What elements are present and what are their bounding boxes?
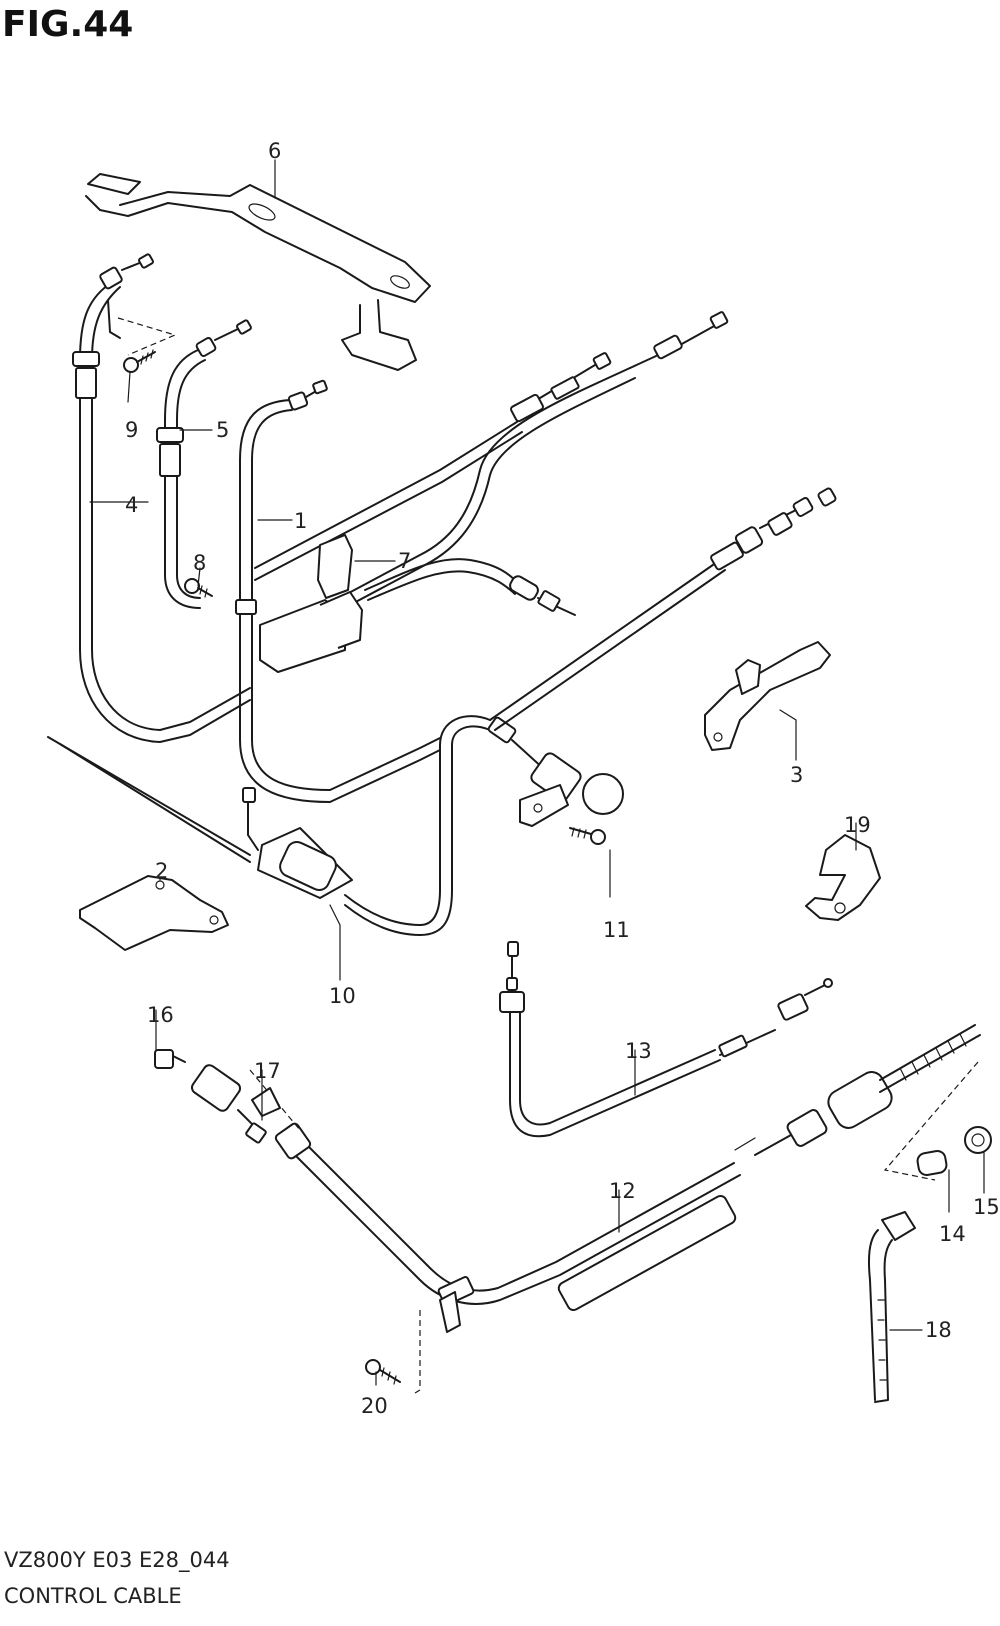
callout-13: 13 bbox=[625, 1039, 652, 1063]
part-6-bracket[interactable] bbox=[85, 173, 431, 371]
callout-20: 20 bbox=[361, 1394, 388, 1418]
callout-2: 2 bbox=[155, 859, 168, 883]
part-12-clutch-cable[interactable] bbox=[249, 1024, 981, 1394]
part-15-nut[interactable] bbox=[964, 1126, 992, 1154]
callout-8: 8 bbox=[193, 551, 206, 575]
part-5-cable[interactable] bbox=[156, 319, 252, 609]
callout-4: 4 bbox=[125, 493, 138, 517]
callout-7: 7 bbox=[398, 549, 411, 573]
callout-18: 18 bbox=[925, 1318, 952, 1342]
callout-10: 10 bbox=[329, 984, 356, 1008]
callout-15: 15 bbox=[973, 1195, 1000, 1219]
part-20-screw[interactable] bbox=[365, 1359, 401, 1385]
part-16-bolt[interactable] bbox=[154, 1049, 186, 1069]
choke-knob[interactable] bbox=[487, 716, 624, 827]
callout-3: 3 bbox=[790, 763, 803, 787]
part-9-screw[interactable] bbox=[123, 349, 156, 373]
cable-junction[interactable] bbox=[259, 534, 363, 673]
part-14-boot[interactable] bbox=[883, 1061, 979, 1181]
clutch-cable-upper[interactable] bbox=[489, 487, 837, 731]
callout-14: 14 bbox=[939, 1222, 966, 1246]
callout-5: 5 bbox=[216, 418, 229, 442]
callout-19: 19 bbox=[844, 813, 871, 837]
part-3-clamp[interactable] bbox=[704, 641, 831, 751]
figure-title: FIG.44 bbox=[2, 4, 134, 45]
part-13-cable[interactable] bbox=[499, 941, 833, 1138]
part-19-clip[interactable] bbox=[805, 834, 881, 921]
figure-caption: CONTROL CABLE bbox=[4, 1584, 182, 1608]
callout-6: 6 bbox=[268, 139, 281, 163]
part-11-screw[interactable] bbox=[569, 827, 606, 845]
part-10-choke-unit[interactable] bbox=[257, 715, 491, 936]
part-18-grommet[interactable] bbox=[868, 1211, 916, 1403]
callout-12: 12 bbox=[609, 1179, 636, 1203]
throttle-cable-lower[interactable] bbox=[344, 311, 729, 616]
part-17-fitting[interactable] bbox=[190, 1063, 281, 1144]
callout-17: 17 bbox=[254, 1059, 281, 1083]
part-8-screw[interactable] bbox=[184, 578, 213, 598]
throttle-cable-upper[interactable] bbox=[254, 352, 612, 581]
callout-1: 1 bbox=[294, 509, 307, 533]
model-code: VZ800Y E03 E28_044 bbox=[4, 1548, 230, 1572]
leader-lines bbox=[89, 159, 985, 1386]
choke-cable-left[interactable] bbox=[47, 736, 259, 863]
callout-9: 9 bbox=[125, 418, 138, 442]
part-2-bracket[interactable] bbox=[79, 875, 229, 951]
part-4-cable[interactable] bbox=[72, 253, 251, 743]
part-1-cable[interactable] bbox=[235, 379, 441, 803]
callout-labels: 6 1 4 5 8 9 7 2 3 19 11 10 13 12 14 15 1… bbox=[125, 139, 1000, 1418]
callout-11: 11 bbox=[603, 918, 630, 942]
callout-16: 16 bbox=[147, 1003, 174, 1027]
